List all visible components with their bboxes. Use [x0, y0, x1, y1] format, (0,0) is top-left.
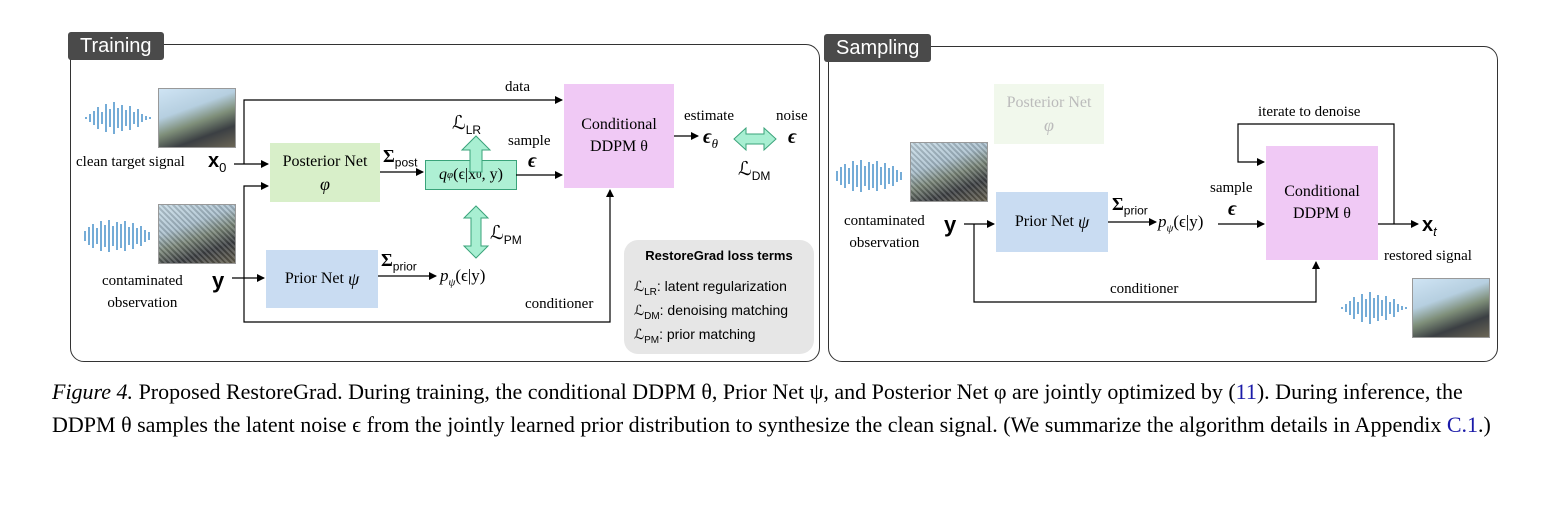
- xt-symbol: xt: [1422, 214, 1437, 239]
- sampling-epsilon-symbol: ϵ: [1228, 198, 1237, 220]
- l-dm-label: ℒDM: [738, 159, 771, 183]
- noisy-image-thumbnail: [158, 204, 236, 264]
- caption-ref-appendix[interactable]: C.1: [1446, 412, 1479, 437]
- sampling-p-distribution-label: pψ(ϵ|y): [1158, 212, 1204, 235]
- sample-label: sample: [508, 133, 551, 149]
- sampling-noisy-thumbnail: [910, 142, 988, 202]
- caption-text-1: Proposed RestoreGrad. During training, t…: [133, 379, 1236, 404]
- legend-item-lr: ℒLR: latent regularization: [634, 278, 787, 298]
- noise-label: noise: [776, 108, 808, 124]
- conditioner-label: conditioner: [525, 296, 594, 312]
- caption-fig-label: Figure 4.: [52, 379, 134, 404]
- sigma-prior-label: Σprior: [381, 250, 417, 274]
- l-lr-label: ℒLR: [452, 113, 482, 137]
- sampling-prior-net-box: Prior Net ψ: [996, 192, 1108, 252]
- restored-label: restored signal: [1384, 248, 1472, 264]
- eps-theta-symbol: ϵθ: [703, 126, 718, 151]
- noise-eps-symbol: ϵ: [788, 126, 797, 148]
- p-distribution-label: pψ(ϵ|y): [440, 266, 486, 289]
- legend-item-dm: ℒDM: denoising matching: [634, 302, 789, 322]
- clean-waveform-icon: [85, 102, 151, 134]
- sampling-tab: Sampling: [824, 34, 932, 62]
- iterate-label: iterate to denoise: [1258, 104, 1361, 120]
- x0-symbol: x0: [208, 150, 227, 175]
- sampling-sample-label: sample: [1210, 180, 1253, 196]
- sampling-noisy-waveform-icon: [836, 160, 902, 192]
- data-label: data: [505, 79, 530, 95]
- legend-item-pm: ℒPM: prior matching: [634, 326, 756, 346]
- restored-waveform-icon: [1341, 292, 1407, 324]
- figure-caption: Figure 4. Proposed RestoreGrad. During t…: [52, 375, 1522, 441]
- legend-title: RestoreGrad loss terms: [645, 248, 793, 263]
- caption-text-3: .): [1478, 412, 1491, 437]
- epsilon-symbol: ϵ: [528, 150, 537, 172]
- training-tab: Training: [68, 32, 164, 60]
- restored-image-thumbnail: [1412, 278, 1490, 338]
- l-pm-label: ℒPM: [490, 223, 522, 247]
- sampling-sigma-prior-label: Σprior: [1112, 194, 1148, 218]
- loss-legend: RestoreGrad loss terms ℒLR: latent regul…: [624, 240, 814, 354]
- sampling-y-symbol: y: [944, 212, 957, 237]
- prior-net-box: Prior Net ψ: [266, 250, 378, 308]
- caption-ref-eq[interactable]: 11: [1235, 379, 1257, 404]
- caption-text-2: ). During inference, the DDPM θ samples …: [52, 379, 1463, 437]
- sampling-arrows: [964, 123, 1419, 303]
- sampling-conditioner-label: conditioner: [1110, 281, 1179, 297]
- y-symbol: y: [212, 268, 225, 293]
- noisy-waveform-icon: [84, 220, 150, 252]
- estimate-label: estimate: [684, 108, 734, 124]
- training-arrows: [232, 96, 777, 323]
- clean-target-label: clean target signal: [76, 154, 185, 170]
- clean-image-thumbnail: [158, 88, 236, 148]
- sigma-post-label: Σpost: [383, 146, 418, 170]
